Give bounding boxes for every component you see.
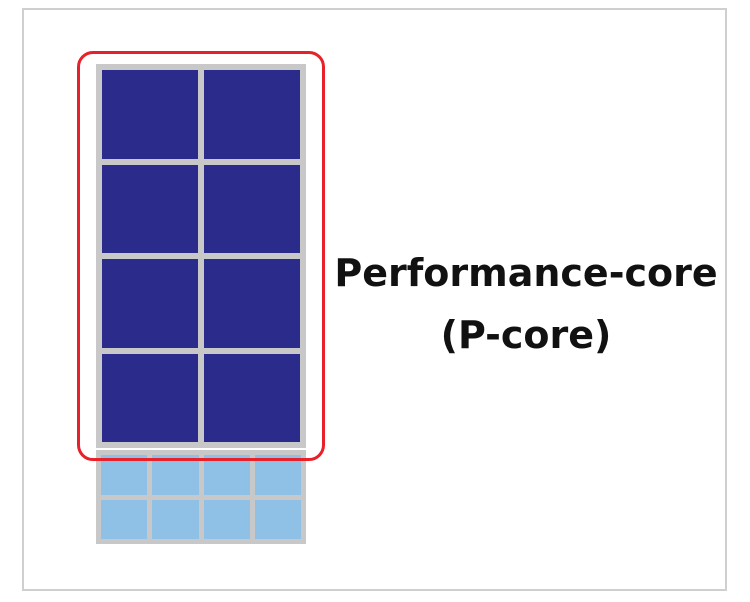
e-core-block: [101, 499, 148, 539]
performance-core-grid: [96, 64, 306, 448]
e-core-block: [254, 499, 301, 539]
p-core-label-line1: Performance-core: [334, 251, 718, 295]
p-core-block: [204, 353, 300, 442]
p-core-block: [102, 259, 198, 348]
p-core-label: Performance-core (P-core): [326, 242, 726, 366]
p-core-block: [102, 164, 198, 253]
e-core-block: [152, 455, 199, 495]
e-core-block: [254, 455, 301, 495]
e-core-block: [101, 455, 148, 495]
p-core-block: [204, 164, 300, 253]
e-core-block: [203, 499, 250, 539]
p-core-block: [102, 353, 198, 442]
p-core-highlight-outline: [77, 51, 325, 461]
e-core-block: [152, 499, 199, 539]
p-core-label-line2: (P-core): [440, 313, 612, 357]
p-core-block: [204, 259, 300, 348]
e-core-block: [203, 455, 250, 495]
p-core-block: [102, 70, 198, 159]
efficiency-core-grid: [96, 450, 306, 544]
p-core-block: [204, 70, 300, 159]
